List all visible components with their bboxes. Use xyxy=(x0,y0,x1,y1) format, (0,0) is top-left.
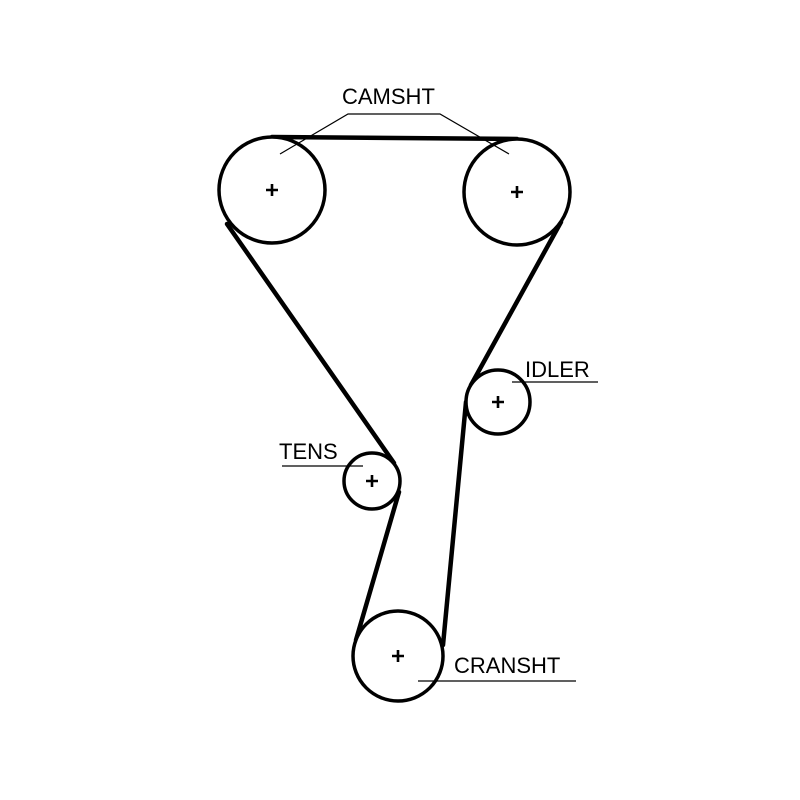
camshaft-leader-line xyxy=(279,113,510,155)
belt xyxy=(224,134,564,648)
idler-label: IDLER xyxy=(525,357,590,382)
idler-pulley xyxy=(464,368,532,436)
camshaft-pulley-left-center-icon xyxy=(266,184,278,196)
belt-left-span-upper xyxy=(224,221,397,466)
belt-right-span-lower xyxy=(440,399,469,648)
camshaft-pulley-left xyxy=(217,135,327,245)
tensioner-pulley-center-icon xyxy=(366,475,378,487)
camshaft-pulley-right-center-icon xyxy=(511,186,523,198)
belt-left-span-lower xyxy=(353,489,402,643)
belt-right-span-upper xyxy=(468,219,564,388)
crankshaft-label: CRANSHT xyxy=(454,653,560,678)
tensioner-pulley xyxy=(342,451,402,511)
camshaft-pulley-right xyxy=(462,137,572,247)
tensioner-label: TENS xyxy=(279,439,338,464)
crankshaft-pulley xyxy=(351,609,445,703)
belt-top-span xyxy=(269,134,520,142)
camshaft-label: CAMSHT xyxy=(342,84,435,109)
idler-pulley-center-icon xyxy=(492,396,504,408)
leader-lines xyxy=(279,113,598,682)
crankshaft-pulley-center-icon xyxy=(392,650,404,662)
